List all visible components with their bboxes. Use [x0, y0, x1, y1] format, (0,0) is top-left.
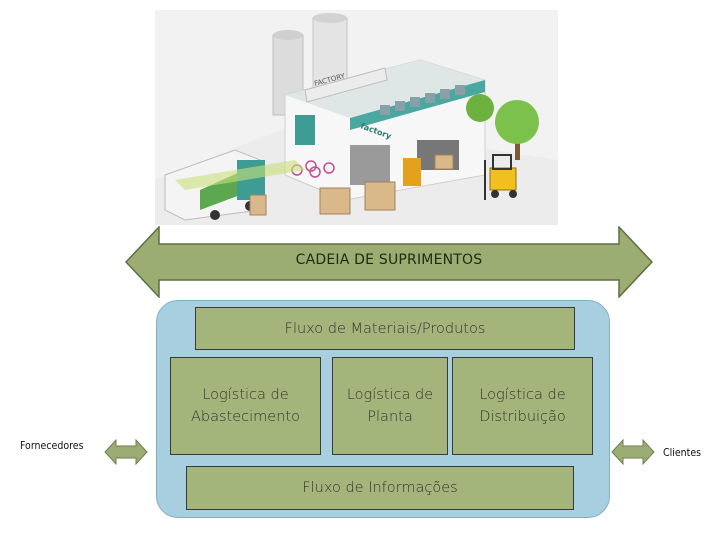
information-flow-label: Fluxo de Informações: [302, 480, 458, 496]
supply-logistics-box: Logística de Abastecimento: [170, 357, 321, 455]
plant-logistics-box: Logística de Planta: [332, 357, 448, 455]
distribution-logistics-box: Logística de Distribuição: [452, 357, 593, 455]
clients-double-arrow-icon: [611, 438, 655, 466]
distribution-logistics-line1: Logística de: [479, 387, 566, 403]
materials-flow-label: Fluxo de Materiais/Produtos: [284, 320, 486, 337]
materials-flow-box: Fluxo de Materiais/Produtos: [195, 307, 575, 350]
supply-chain-double-arrow: [125, 226, 653, 298]
information-flow-box: Fluxo de Informações: [186, 466, 574, 510]
suppliers-label: Fornecedores: [20, 440, 84, 452]
clients-label: Clientes: [663, 447, 702, 459]
plant-logistics-line2: Planta: [367, 409, 413, 425]
supply-chain-label: CADEIA DE SUPRIMENTOS: [295, 252, 483, 268]
supply-logistics-line1: Logística de: [202, 387, 289, 403]
forklift-icon: [484, 154, 517, 200]
supply-logistics-line2: Abastecimento: [191, 409, 300, 425]
distribution-logistics-line2: Distribuição: [479, 409, 566, 425]
suppliers-double-arrow-icon: [104, 438, 148, 466]
tree-icon: [466, 94, 539, 160]
plant-logistics-line1: Logística de: [346, 387, 434, 403]
factory-illustration: FACTORY factory: [155, 10, 558, 225]
